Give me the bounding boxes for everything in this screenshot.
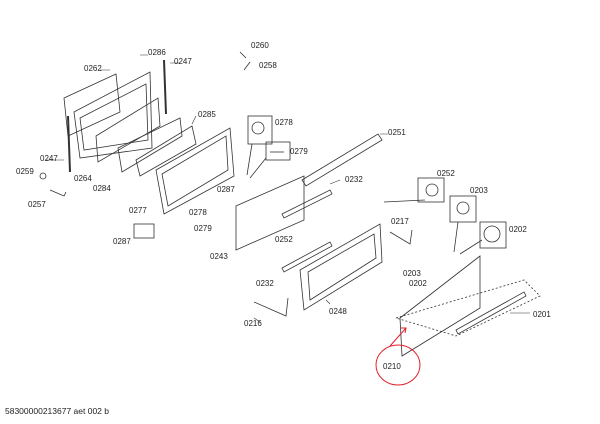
label-0247-left: 0247 — [40, 154, 58, 163]
callout-0278 — [247, 115, 273, 145]
part-0277 — [155, 127, 235, 215]
label-0248: 0248 — [329, 307, 347, 316]
label-0279: 0279 — [290, 147, 308, 156]
part-0284 — [117, 117, 183, 173]
part-0262 — [63, 73, 121, 137]
label-0260: 0260 — [251, 41, 269, 50]
callout-0287 — [133, 223, 155, 239]
document-id: 58300000213677 aet 002 b — [5, 406, 109, 416]
label-0257: 0257 — [28, 200, 46, 209]
label-0285: 0285 — [198, 110, 216, 119]
red-annotation-circle — [375, 327, 421, 386]
part-0232-upper — [281, 189, 333, 219]
part-0248 — [299, 223, 383, 311]
label-0210: 0210 — [383, 362, 401, 371]
label-0264: 0264 — [74, 174, 92, 183]
callout-0203 — [449, 195, 477, 223]
label-0216: 0216 — [244, 319, 262, 328]
label-0278-lower: 0278 — [189, 208, 207, 217]
label-0284: 0284 — [93, 184, 111, 193]
label-0203: 0203 — [470, 186, 488, 195]
label-0277: 0277 — [129, 206, 147, 215]
part-0259 — [39, 172, 47, 180]
label-0252-mid: 0252 — [275, 235, 293, 244]
label-0286: 0286 — [148, 48, 166, 57]
label-0287-lower: 0287 — [113, 237, 131, 246]
label-0258: 0258 — [259, 61, 277, 70]
part-0247-right — [163, 59, 167, 115]
part-0264 — [95, 97, 161, 163]
label-0202-mid: 0202 — [409, 279, 427, 288]
label-0251: 0251 — [388, 128, 406, 137]
part-0247-left — [67, 115, 71, 173]
part-0201 — [394, 279, 541, 337]
part-0217 — [389, 229, 413, 245]
callout-0252 — [417, 177, 445, 203]
label-0247: 0247 — [174, 57, 192, 66]
part-0285 — [135, 125, 197, 177]
callout-0202 — [479, 221, 507, 249]
label-0232: 0232 — [345, 175, 363, 184]
part-0286 — [73, 71, 153, 159]
callout-0279 — [265, 141, 291, 161]
label-0203-mid: 0203 — [403, 269, 421, 278]
label-0287: 0287 — [217, 185, 235, 194]
label-0201: 0201 — [533, 310, 551, 319]
label-0259: 0259 — [16, 167, 34, 176]
label-0278: 0278 — [275, 118, 293, 127]
part-0243 — [235, 175, 305, 251]
label-0202: 0202 — [509, 225, 527, 234]
part-0216 — [253, 297, 289, 317]
label-0262: 0262 — [84, 64, 102, 73]
part-0210 — [399, 255, 481, 357]
part-0260-0258 — [239, 51, 251, 71]
label-0243: 0243 — [210, 252, 228, 261]
part-0232-lower — [281, 241, 333, 273]
part-0251 — [301, 133, 383, 187]
label-0217: 0217 — [391, 217, 409, 226]
label-0232-lower: 0232 — [256, 279, 274, 288]
label-0279-lower: 0279 — [194, 224, 212, 233]
label-0252: 0252 — [437, 169, 455, 178]
part-0257 — [49, 189, 67, 197]
